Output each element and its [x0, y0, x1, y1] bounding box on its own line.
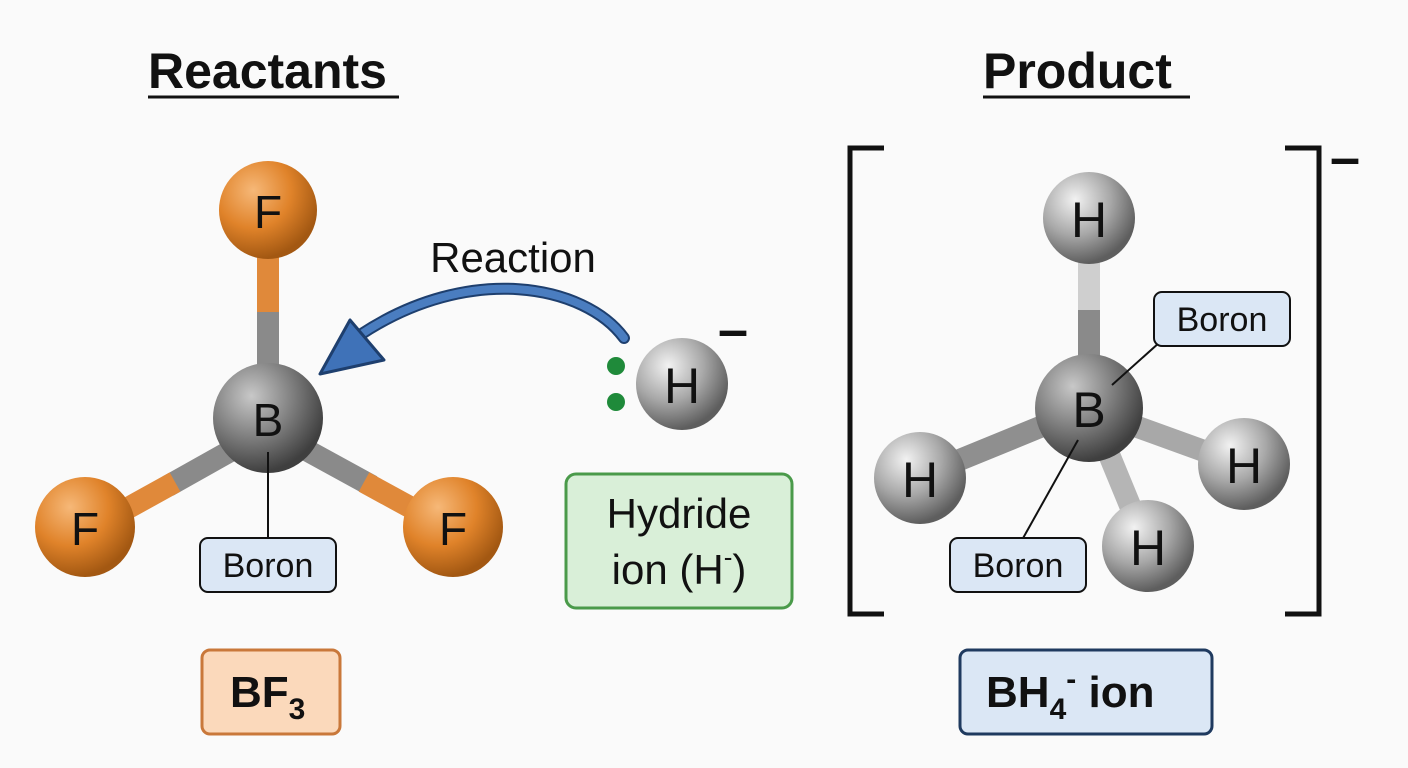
boron-callout-line-lower	[1021, 439, 1079, 541]
hydride-charge: –	[718, 300, 748, 360]
bf3-molecule: F F F B Boron	[35, 161, 503, 593]
svg-text:H: H	[1071, 192, 1107, 248]
svg-text:H: H	[1226, 438, 1262, 494]
fluorine-atom-top: F	[219, 161, 317, 259]
hydrogen-atom-bottom: H	[1102, 500, 1194, 592]
product-brackets	[847, 145, 1322, 617]
svg-text:Reactants: Reactants	[148, 43, 387, 99]
hydrogen-atom-top: H	[1043, 172, 1135, 264]
bh4-formula-box: BH4- ion	[958, 648, 1214, 736]
svg-text:F: F	[71, 503, 99, 555]
boron-atom-left: B	[213, 363, 323, 473]
bh4-molecule: H H H B H	[874, 172, 1290, 592]
lone-pair-dots	[607, 357, 625, 411]
svg-text:Boron: Boron	[223, 547, 314, 585]
boron-atom-right: B	[1035, 354, 1143, 462]
boron-callout-line-upper	[1111, 341, 1161, 386]
boron-callout-left: Boron	[199, 537, 337, 593]
product-charge: –	[1330, 128, 1360, 188]
svg-text:F: F	[439, 503, 467, 555]
hydride-label-line2: ion (H-)	[612, 542, 747, 593]
svg-text:BF3: BF3	[230, 668, 305, 726]
reactants-heading: Reactants	[148, 43, 399, 99]
hydrogen-atom-right: H	[1198, 418, 1290, 510]
svg-text:H: H	[1130, 520, 1166, 576]
svg-text:B: B	[1072, 382, 1105, 438]
svg-text:Boron: Boron	[973, 547, 1064, 585]
reaction-label: Reaction	[430, 234, 596, 281]
svg-text:B: B	[253, 394, 284, 446]
fluorine-atom-left: F	[35, 477, 135, 577]
svg-text:H: H	[664, 358, 700, 414]
svg-text:H: H	[902, 452, 938, 508]
svg-text:F: F	[254, 186, 282, 238]
svg-text:Boron: Boron	[1177, 301, 1268, 339]
product-heading: Product	[983, 43, 1190, 99]
bond-b-h-top	[1078, 250, 1100, 370]
svg-text:Product: Product	[983, 43, 1172, 99]
svg-text:BH4- ion: BH4- ion	[986, 663, 1154, 726]
hydride-label-box: Hydride ion (H-)	[564, 472, 794, 610]
boron-callout-upper: Boron	[1153, 291, 1291, 347]
hydride-label-line1: Hydride	[607, 490, 752, 537]
boron-callout-lower: Boron	[949, 537, 1087, 593]
reaction-arrow	[318, 282, 630, 376]
hydrogen-atom-left: H	[874, 432, 966, 524]
fluorine-atom-right: F	[403, 477, 503, 577]
bf3-formula-box: BF3	[200, 648, 342, 736]
hydride-atom: H	[636, 338, 728, 430]
